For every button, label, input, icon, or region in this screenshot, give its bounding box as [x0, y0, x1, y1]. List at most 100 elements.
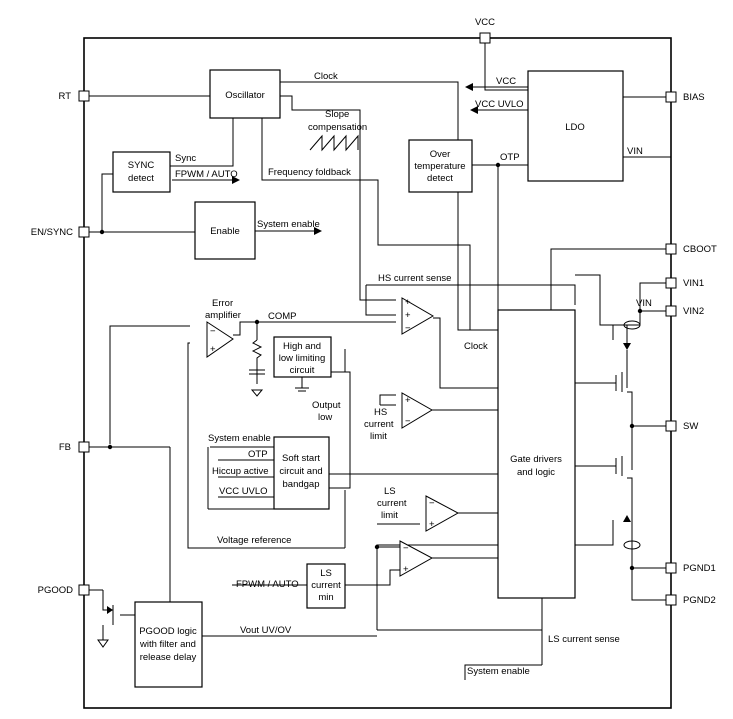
svg-text:temperature: temperature	[414, 161, 465, 172]
pins: VCC RT BIAS EN/SYNC CBOOT VIN1 VIN2 FB S…	[31, 17, 717, 606]
svg-text:FB: FB	[59, 442, 71, 453]
svg-text:with filter and: with filter and	[139, 639, 196, 650]
svg-text:limit: limit	[370, 431, 387, 442]
pin-pgnd2	[665, 594, 677, 606]
svg-text:Voltage reference: Voltage reference	[217, 535, 291, 546]
svg-text:−: −	[405, 323, 411, 334]
svg-text:OTP: OTP	[500, 152, 520, 163]
over-temperature-block: Over temperature detect	[408, 139, 473, 193]
pin-vin1	[665, 277, 677, 289]
svg-text:−: −	[210, 326, 216, 337]
svg-text:VIN: VIN	[627, 146, 643, 157]
svg-text:HS current sense: HS current sense	[378, 273, 451, 284]
svg-text:LS: LS	[384, 486, 396, 497]
svg-text:detect: detect	[427, 173, 453, 184]
svg-text:System enable: System enable	[467, 666, 530, 677]
svg-text:+: +	[405, 297, 411, 308]
ground-symbols	[97, 389, 264, 648]
oscillator-block: Oscillator	[209, 69, 281, 119]
svg-text:VIN2: VIN2	[683, 306, 704, 317]
pin-bias	[665, 91, 677, 103]
svg-text:VCC: VCC	[496, 76, 516, 87]
svg-text:LDO: LDO	[565, 122, 585, 133]
svg-text:+: +	[210, 344, 216, 355]
pin-fb	[78, 441, 90, 453]
svg-text:Output: Output	[312, 400, 341, 411]
signal-labels: Clock VCC VCC UVLO Slope compensation Sy…	[175, 71, 652, 677]
gate-drivers-block: Gate drivers and logic	[497, 309, 576, 599]
svg-text:+: +	[403, 564, 409, 575]
svg-text:current: current	[377, 498, 407, 509]
svg-text:bandgap: bandgap	[283, 479, 320, 490]
svg-text:Enable: Enable	[210, 226, 240, 237]
svg-text:release delay: release delay	[140, 652, 197, 663]
svg-text:+: +	[405, 310, 411, 321]
svg-text:PGND1: PGND1	[683, 563, 716, 574]
svg-text:FPWM / AUTO: FPWM / AUTO	[236, 579, 299, 590]
svg-text:current: current	[311, 580, 341, 591]
svg-text:low limiting: low limiting	[279, 353, 325, 364]
svg-text:LS current sense: LS current sense	[548, 634, 620, 645]
svg-text:Gate drivers: Gate drivers	[510, 454, 562, 465]
svg-text:EN/SYNC: EN/SYNC	[31, 227, 73, 238]
svg-text:Vout UV/OV: Vout UV/OV	[240, 625, 292, 636]
svg-text:BIAS: BIAS	[683, 92, 705, 103]
svg-text:PGOOD logic: PGOOD logic	[139, 626, 197, 637]
soft-start-block: Soft start circuit and bandgap	[273, 436, 330, 510]
resistor-icon	[251, 339, 263, 360]
pwm-comparator: + + −	[401, 297, 434, 335]
pin-vin2	[665, 305, 677, 317]
pin-vcc-label: VCC	[475, 17, 495, 28]
pin-pgnd1	[665, 562, 677, 574]
svg-text:System enable: System enable	[208, 433, 271, 444]
hs-current-sensor	[623, 320, 641, 330]
svg-text:COMP: COMP	[268, 311, 297, 322]
svg-text:SW: SW	[683, 421, 698, 432]
svg-text:OTP: OTP	[248, 449, 268, 460]
svg-text:Soft start: Soft start	[282, 453, 320, 464]
limiting-circuit-block: High and low limiting circuit	[273, 336, 332, 378]
oscillator-label: Oscillator	[225, 90, 265, 101]
svg-text:PGOOD: PGOOD	[38, 585, 74, 596]
error-amplifier: − +	[206, 321, 234, 358]
sync-detect-block: SYNC detect	[112, 151, 171, 193]
svg-text:Clock: Clock	[464, 341, 488, 352]
ls-current-min-block: LS current min	[306, 563, 346, 609]
svg-text:min: min	[318, 592, 333, 603]
pin-cboot	[665, 243, 677, 255]
ls-current-limit-comparator: − +	[425, 495, 460, 532]
svg-text:−: −	[405, 416, 411, 427]
svg-text:circuit and: circuit and	[279, 466, 322, 477]
pin-rt	[78, 90, 90, 102]
ldo-block: LDO	[527, 70, 624, 182]
svg-text:low: low	[318, 412, 332, 423]
svg-text:current: current	[364, 419, 394, 430]
ls-current-sensor	[623, 540, 641, 550]
svg-text:compensation: compensation	[308, 122, 367, 133]
svg-text:RT: RT	[59, 91, 72, 102]
svg-text:Frequency foldback: Frequency foldback	[268, 167, 351, 178]
svg-text:HS: HS	[374, 407, 387, 418]
svg-text:System enable: System enable	[257, 219, 320, 230]
svg-text:Slope: Slope	[325, 109, 349, 120]
svg-text:Error: Error	[212, 298, 233, 309]
svg-text:VCC UVLO: VCC UVLO	[475, 99, 524, 110]
pin-pgood	[78, 584, 90, 596]
svg-text:CBOOT: CBOOT	[683, 244, 717, 255]
svg-text:SYNC: SYNC	[128, 160, 155, 171]
svg-text:Clock: Clock	[314, 71, 338, 82]
svg-text:FPWM / AUTO: FPWM / AUTO	[175, 169, 238, 180]
ls-current-min-comparator: − +	[399, 540, 434, 577]
svg-text:High and: High and	[283, 341, 321, 352]
svg-text:VCC UVLO: VCC UVLO	[219, 486, 268, 497]
svg-text:PGND2: PGND2	[683, 595, 716, 606]
svg-text:LS: LS	[320, 568, 332, 579]
svg-text:−: −	[403, 543, 409, 554]
svg-text:Hiccup active: Hiccup active	[212, 466, 269, 477]
svg-text:circuit: circuit	[290, 365, 315, 376]
svg-text:−: −	[429, 498, 435, 509]
junction-dots	[99, 162, 643, 571]
pin-sw	[665, 420, 677, 432]
pgood-logic-block: PGOOD logic with filter and release dela…	[134, 601, 203, 688]
